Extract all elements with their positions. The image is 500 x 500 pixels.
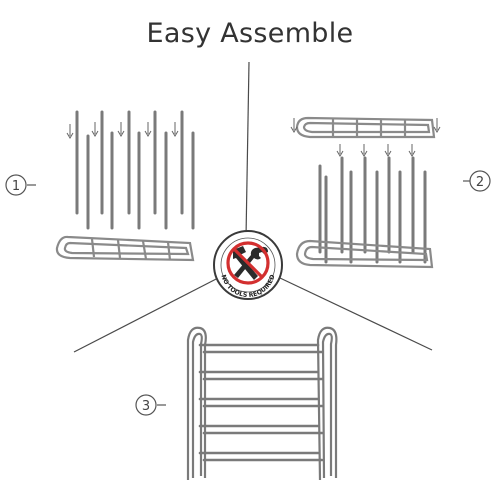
step-3-rack: 3 — [135, 326, 338, 481]
step-2-label: 2 — [476, 175, 484, 190]
page-title: Easy Assemble — [146, 18, 354, 49]
step-3-side-frames — [186, 326, 338, 481]
step-2-base-frame — [295, 239, 434, 269]
step-1-parts: 1 — [5, 110, 195, 262]
no-tools-badge: NO TOOLS REQUIRED — [213, 230, 283, 300]
divider-top — [245, 61, 250, 239]
step-1-label: 1 — [12, 179, 20, 194]
step-1-poles — [75, 110, 195, 230]
step-3-shelves — [198, 343, 324, 462]
divider-left — [73, 275, 223, 353]
step-3-label: 3 — [142, 399, 150, 414]
step-2-top-frame — [295, 116, 436, 139]
step-3-number: 3 — [135, 394, 166, 416]
step-2-arrows — [290, 118, 441, 157]
step-2-parts: 2 — [290, 116, 491, 269]
divider-right — [279, 277, 433, 351]
step-1-number: 1 — [5, 174, 36, 196]
step-1-arrows — [66, 122, 179, 139]
step-1-frame — [55, 235, 195, 262]
divider-lines — [73, 61, 433, 353]
no-tools-icon — [226, 241, 270, 285]
step-2-poles — [318, 156, 427, 264]
step-2-number: 2 — [463, 170, 491, 192]
